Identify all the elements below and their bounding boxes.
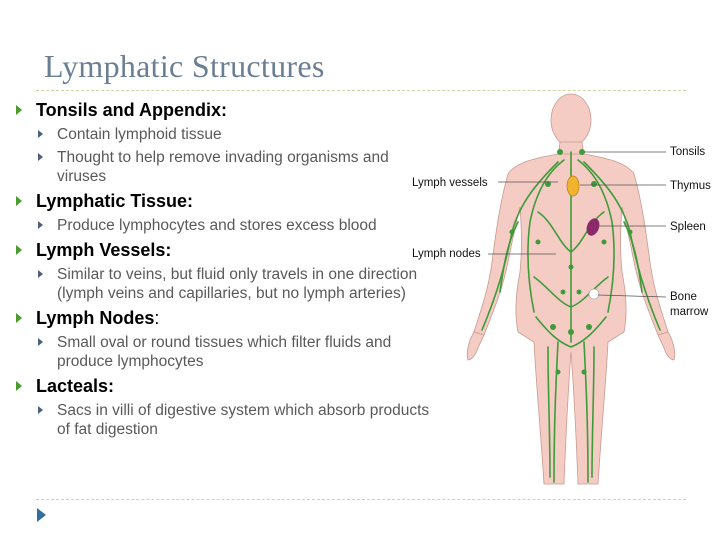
footer-arrow-icon — [37, 508, 46, 522]
bullet-heading-text: Lymph Nodes — [36, 308, 155, 328]
bullet-arrow-icon — [16, 245, 22, 255]
lymph-node-markers — [509, 149, 633, 375]
slide-title: Lymphatic Structures — [44, 48, 325, 84]
label-thymus: Thymus — [670, 180, 711, 192]
label-leader-lines — [488, 151, 667, 298]
label-spleen: Spleen — [670, 221, 706, 233]
bullet-heading-text: Lymph Vessels: — [36, 240, 172, 260]
sub-bullet-arrow-icon — [38, 270, 43, 278]
label-lymph-vessels: Lymph vessels — [412, 177, 488, 189]
footer-divider — [36, 499, 686, 500]
bullet-heading: Lymph Vessels: — [14, 239, 434, 261]
label-bone-marrow-line1: Bone — [670, 291, 697, 303]
bullet-arrow-icon — [16, 196, 22, 206]
label-lymph-nodes: Lymph nodes — [412, 248, 481, 260]
sub-bullet: Sacs in villi of digestive system which … — [14, 401, 434, 439]
bullet-heading-text: Tonsils and Appendix: — [36, 100, 228, 120]
bullet-heading: Lacteals: — [14, 375, 434, 397]
bullet-arrow-icon — [16, 313, 22, 323]
sub-bullet-text: Small oval or round tissues which filter… — [57, 334, 392, 370]
bullet-heading: Lymphatic Tissue: — [14, 190, 434, 212]
lymphatic-system-diagram: Tonsils Thymus Spleen Bone marrow Lymph … — [412, 93, 711, 485]
sub-bullet: Similar to veins, but fluid only travels… — [14, 265, 434, 303]
sub-bullet-text: Similar to veins, but fluid only travels… — [57, 266, 418, 302]
title-divider — [36, 90, 686, 91]
bullet-list: Tonsils and Appendix: Contain lymphoid t… — [14, 97, 434, 443]
bone-marrow-marker — [588, 288, 600, 300]
sub-bullet: Produce lymphocytes and stores excess bl… — [14, 216, 434, 235]
bullet-heading-text: Lymphatic Tissue: — [36, 191, 194, 211]
bullet-arrow-icon — [16, 105, 22, 115]
sub-bullet-arrow-icon — [38, 153, 43, 161]
sub-bullet-arrow-icon — [38, 338, 43, 346]
bullet-heading-text: Lacteals: — [36, 376, 115, 396]
bullet-heading: Tonsils and Appendix: — [14, 99, 434, 121]
sub-bullet: Thought to help remove invading organism… — [14, 148, 434, 186]
bullet-heading: Lymph Nodes: — [14, 307, 434, 329]
thymus-organ — [566, 175, 580, 197]
sub-bullet-arrow-icon — [38, 221, 43, 229]
bullet-arrow-icon — [16, 381, 22, 391]
sub-bullet-text: Thought to help remove invading organism… — [57, 149, 389, 185]
sub-bullet: Contain lymphoid tissue — [14, 125, 434, 144]
sub-bullet-text: Produce lymphocytes and stores excess bl… — [57, 217, 377, 234]
bullet-heading-suffix: : — [154, 308, 160, 328]
label-bone-marrow-line2: marrow — [670, 306, 709, 318]
sub-bullet: Small oval or round tissues which filter… — [14, 333, 434, 371]
sub-bullet-text: Sacs in villi of digestive system which … — [57, 402, 430, 438]
label-tonsils: Tonsils — [670, 146, 705, 158]
spleen-organ — [586, 218, 600, 236]
sub-bullet-arrow-icon — [38, 406, 43, 414]
sub-bullet-arrow-icon — [38, 130, 43, 138]
sub-bullet-text: Contain lymphoid tissue — [57, 126, 222, 143]
